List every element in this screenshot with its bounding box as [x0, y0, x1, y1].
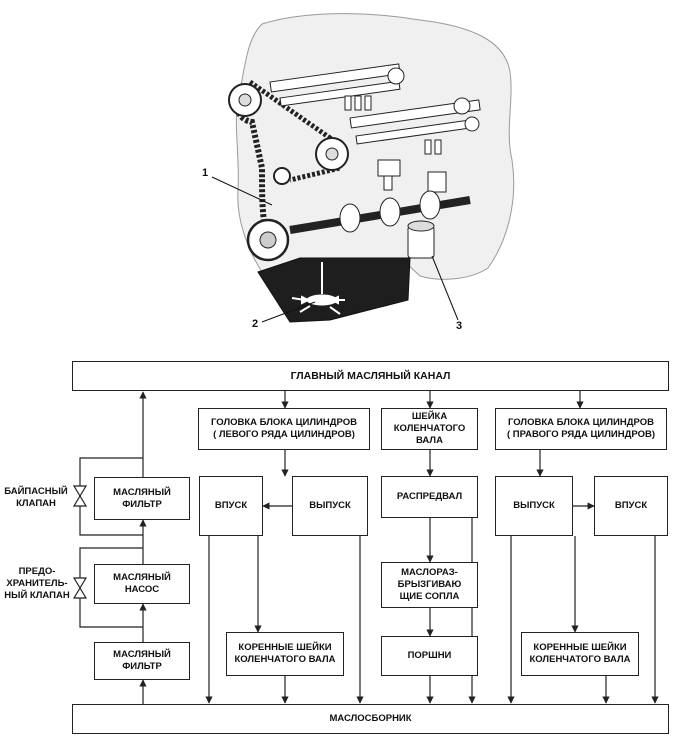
exhaust-left-box: ВЫПУСК — [292, 476, 368, 536]
cylinder-head-right-box: ГОЛОВКА БЛОКА ЦИЛИНДРОВ ( ПРАВОГО РЯДА Ц… — [495, 408, 667, 450]
relief-valve-symbol — [72, 577, 88, 599]
pistons — [377, 159, 447, 193]
oil-filter-top-box: МАСЛЯНЫЙ ФИЛЬТР — [94, 477, 190, 520]
pistons-box: ПОРШНИ — [381, 636, 478, 676]
oil-sump-box: МАСЛОСБОРНИК — [72, 704, 669, 734]
oil-flow-arrows — [291, 295, 345, 315]
oil-pan — [257, 257, 411, 323]
crankshaft-journal-box: ШЕЙКА КОЛЕНЧАТОГО ВАЛА — [381, 408, 478, 450]
callout-1: 1 — [202, 167, 209, 179]
cylinder-head-left-box: ГОЛОВКА БЛОКА ЦИЛИНДРОВ ( ЛЕВОГО РЯДА ЦИ… — [198, 408, 370, 450]
bypass-valve-symbol — [72, 485, 88, 507]
bypass-valve-label: БАЙПАСНЫЙ КЛАПАН — [4, 486, 68, 509]
callout-2: 2 — [252, 318, 259, 330]
oil-pump-box: МАСЛЯНЫЙ НАСОС — [94, 564, 190, 604]
main-oil-gallery-box: ГЛАВНЫЙ МАСЛЯНЫЙ КАНАЛ — [72, 361, 669, 391]
main-journals-right-box: КОРЕННЫЕ ШЕЙКИ КОЛЕНЧАТОГО ВАЛА — [521, 632, 639, 676]
relief-valve-label: ПРЕДО- ХРАНИТЕЛЬ- НЫЙ КЛАПАН — [4, 566, 70, 601]
camshafts — [269, 63, 481, 145]
callout-3: 3 — [456, 320, 463, 332]
tensioner-pulley — [273, 167, 291, 185]
engine-lubrication-illustration — [211, 13, 515, 323]
intake-right-box: ВПУСК — [594, 476, 668, 536]
oil-jets-box: МАСЛОРАЗ- БРЫЗГИВАЮ ЩИЕ СОПЛА — [381, 562, 478, 608]
crankshaft — [289, 190, 471, 234]
exhaust-right-box: ВЫПУСК — [495, 476, 573, 536]
oil-filter-bottom-box: МАСЛЯНЫЙ ФИЛЬТР — [94, 642, 190, 680]
valves — [344, 95, 442, 155]
camshaft-box: РАСПРЕДВАЛ — [381, 476, 478, 518]
main-journals-left-box: КОРЕННЫЕ ШЕЙКИ КОЛЕНЧАТОГО ВАЛА — [226, 632, 344, 676]
intake-left-box: ВПУСК — [199, 476, 263, 536]
oil-filter — [407, 220, 435, 259]
